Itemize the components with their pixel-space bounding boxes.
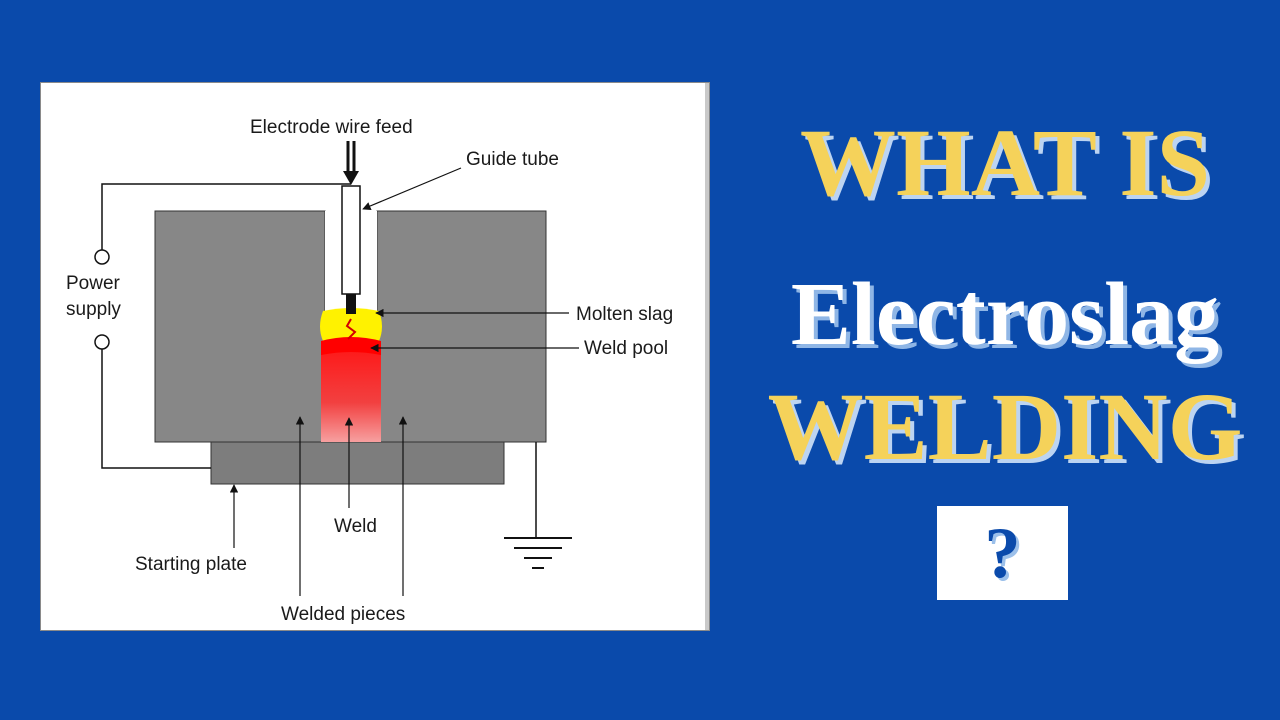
weld-pool — [321, 337, 381, 355]
power-terminal-top — [94, 249, 110, 265]
electrode-tip — [346, 294, 356, 314]
label-weld-pool: Weld pool — [584, 338, 668, 359]
label-power-supply-line2: supply — [66, 299, 121, 320]
molten-slag — [320, 308, 382, 341]
power-wire-top — [101, 183, 351, 250]
title-line-welding: WELDING — [767, 373, 1243, 480]
right-workpiece — [376, 210, 547, 443]
title-line-what-is: WHAT IS — [800, 109, 1210, 216]
weld-deposit — [321, 343, 381, 442]
arrow-guide-tube — [362, 167, 462, 210]
power-terminal-bottom — [94, 334, 110, 350]
guide-tube — [341, 185, 361, 295]
label-welded-pieces: Welded pieces — [281, 604, 405, 625]
label-electrode-wire-feed: Electrode wire feed — [250, 117, 413, 138]
question-mark: ? — [984, 513, 1021, 593]
question-box: ? — [937, 506, 1068, 600]
electroslag-diagram: Electrode wire feed Guide tube Power sup… — [66, 117, 673, 625]
label-power-supply-line1: Power — [66, 273, 121, 294]
arc — [345, 318, 357, 340]
label-guide-tube: Guide tube — [466, 149, 559, 170]
diagram-panel: Electrode wire feed Guide tube Power sup… — [40, 82, 710, 631]
left-workpiece — [154, 210, 326, 443]
title-line-electroslag: Electroslag — [790, 265, 1220, 364]
starting-plate — [210, 441, 505, 485]
label-starting-plate: Starting plate — [135, 554, 247, 575]
power-wire-bottom — [101, 349, 211, 469]
label-weld: Weld — [334, 516, 377, 537]
label-molten-slag: Molten slag — [576, 304, 673, 325]
